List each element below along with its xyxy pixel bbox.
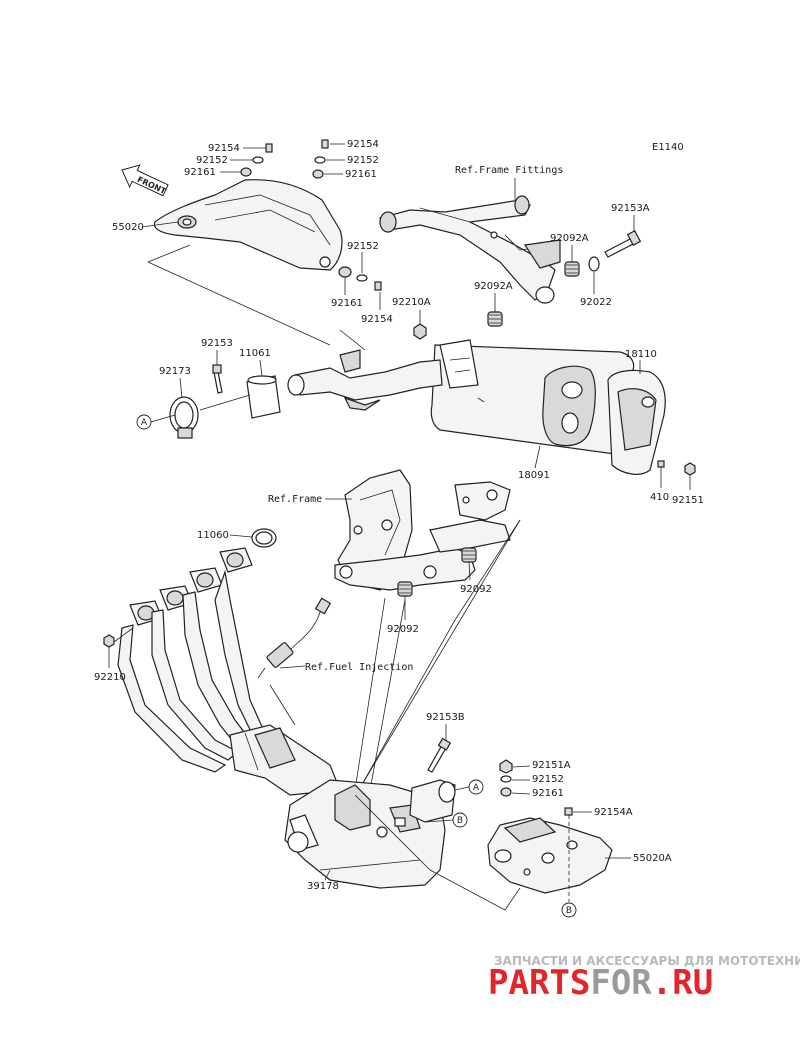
nut-92210 <box>103 634 115 648</box>
callout-b-middle: B <box>452 812 468 828</box>
bushing-92092a-2 <box>487 311 503 327</box>
callout-b-bottom: B <box>561 902 577 918</box>
connector-tube-right <box>409 779 456 823</box>
label-92153: 92153 <box>201 338 233 349</box>
ref-fuel-injection: Ref.Fuel Injection <box>305 662 413 673</box>
label-92161-b: 92161 <box>532 788 564 799</box>
diagram-id: E1140 <box>652 142 684 153</box>
front-arrow-icon: FRONT <box>121 164 169 197</box>
ref-frame-fittings: Ref.Frame Fittings <box>455 165 563 176</box>
frame-section <box>334 469 511 591</box>
nut-92210a <box>413 323 427 340</box>
label-11060: 11060 <box>197 530 229 541</box>
bolt-92153b <box>427 737 452 773</box>
connector-pipe <box>287 349 443 411</box>
svg-text:B: B <box>457 816 463 826</box>
svg-text:A: A <box>473 783 480 793</box>
clamp-92173 <box>169 396 199 439</box>
heat-shield-55020a <box>487 817 613 894</box>
exhaust-header-pipes <box>117 547 341 796</box>
watermark-brand: PARTSFOR.RU <box>488 963 713 1003</box>
bushing-92092-2 <box>397 581 413 597</box>
hardware-top-center <box>312 139 345 179</box>
label-92173: 92173 <box>159 366 191 377</box>
heat-shield-55020 <box>153 179 343 271</box>
svg-text:A: A <box>141 418 148 428</box>
label-92154a: 92154A <box>594 807 633 818</box>
bolt-92153a <box>604 230 642 258</box>
label-55020a: 55020A <box>633 853 672 864</box>
label-11061: 11061 <box>239 348 271 359</box>
bushing-92092-1 <box>461 547 477 563</box>
label-92152-tc: 92152 <box>347 155 379 166</box>
bushing-92092a-1 <box>564 261 580 277</box>
label-92154-m: 92154 <box>361 314 393 325</box>
label-92161-tl: 92161 <box>184 167 216 178</box>
bolt-92151 <box>684 462 696 476</box>
label-92152-b: 92152 <box>532 774 564 785</box>
watermark-brand-ru: .RU <box>652 963 713 1003</box>
label-92154-tl: 92154 <box>208 143 240 154</box>
hardware-lower-right <box>499 759 573 816</box>
muffler-18091 <box>430 339 635 456</box>
label-18091: 18091 <box>518 470 550 481</box>
gasket-11061 <box>246 375 281 419</box>
watermark-tagline: ЗАПЧАСТИ И АКСЕССУАРЫ ДЛЯ МОТОТЕХНИКИ <box>494 954 800 968</box>
part-410 <box>657 460 665 468</box>
label-92154-tc: 92154 <box>347 139 379 150</box>
label-92210: 92210 <box>94 672 126 683</box>
label-92161-m: 92161 <box>331 298 363 309</box>
callout-a-right: A <box>468 779 484 795</box>
label-55020: 55020 <box>112 222 144 233</box>
callout-a-left: A <box>136 414 152 430</box>
hardware-top-left <box>220 143 273 177</box>
watermark-brand-parts: PARTS <box>488 963 590 1003</box>
label-92153a: 92153A <box>611 203 650 214</box>
washer-92022 <box>588 256 600 272</box>
label-92210a: 92210A <box>392 297 431 308</box>
label-92152-m: 92152 <box>347 241 379 252</box>
label-92092a-2: 92092A <box>474 281 513 292</box>
label-92152-tl: 92152 <box>196 155 228 166</box>
label-92153b: 92153B <box>426 712 465 723</box>
label-92092a-1: 92092A <box>550 233 589 244</box>
label-92151a: 92151A <box>532 760 571 771</box>
ref-frame: Ref.Frame <box>268 494 322 505</box>
svg-text:B: B <box>566 906 572 916</box>
watermark-brand-for: FOR <box>590 963 652 1003</box>
watermark-logo: ЗАПЧАСТИ И АКСЕССУАРЫ ДЛЯ МОТОТЕХНИКИ PA… <box>488 954 800 1003</box>
label-18110: 18110 <box>625 349 657 360</box>
oxygen-sensor <box>257 597 332 679</box>
label-92092-2: 92092 <box>387 624 419 635</box>
hardware-middle <box>338 266 382 310</box>
label-92161-tc: 92161 <box>345 169 377 180</box>
frame-fittings-bracket <box>378 195 561 304</box>
label-410: 410 <box>650 492 669 503</box>
label-92151: 92151 <box>672 495 704 506</box>
label-39178: 39178 <box>307 881 339 892</box>
end-cap-18110 <box>607 369 666 475</box>
label-92022: 92022 <box>580 297 612 308</box>
bolt-92153 <box>212 364 223 394</box>
label-92092-1: 92092 <box>460 584 492 595</box>
